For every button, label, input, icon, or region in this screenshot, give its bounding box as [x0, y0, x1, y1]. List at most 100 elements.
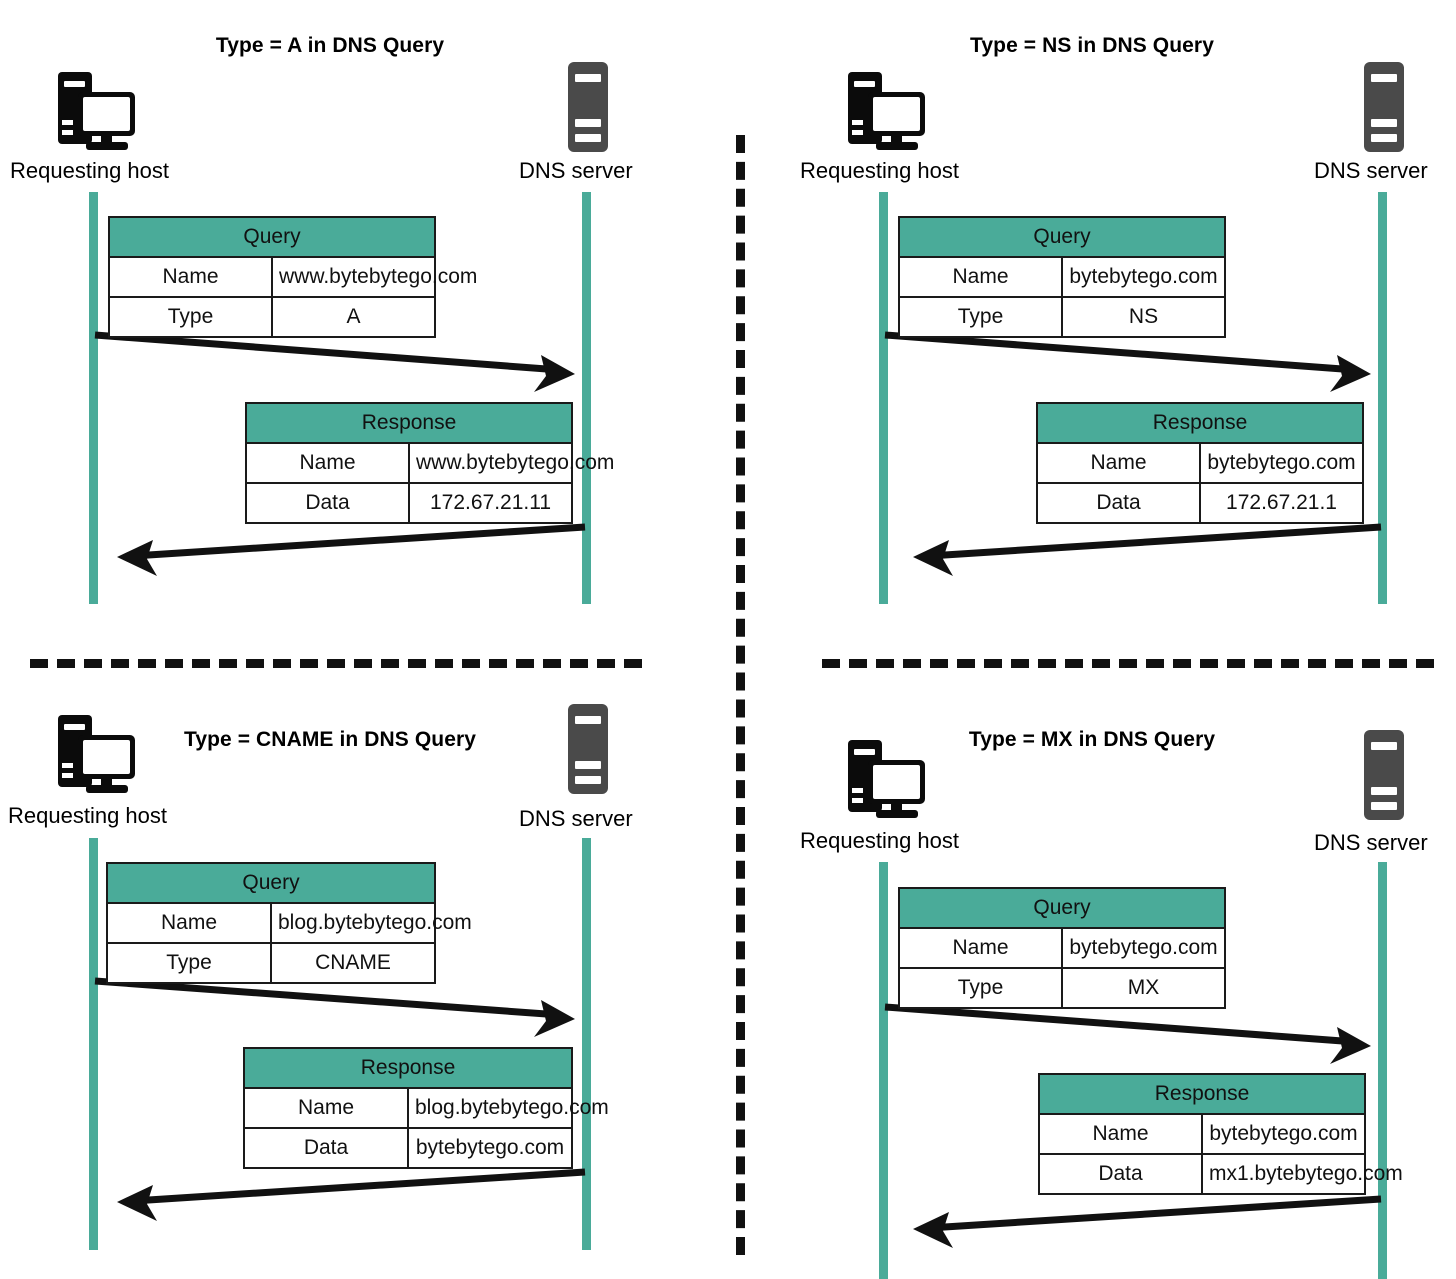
query-type-value: NS — [1061, 296, 1226, 338]
response-data-key: Data — [1038, 1153, 1203, 1195]
dns-server-label: DNS server — [519, 806, 633, 831]
monitor-stand-neck — [101, 777, 112, 787]
quadrant-title: Type = CNAME in DNS Query — [183, 728, 477, 751]
query-table-header: Query — [898, 887, 1226, 929]
dns-server-label: DNS server — [519, 158, 633, 183]
tower-port-2 — [852, 130, 863, 135]
response-table-header: Response — [243, 1047, 573, 1089]
query-table-header: Query — [898, 216, 1226, 258]
response-name-value: bytebytego.com — [1199, 442, 1364, 484]
server-slot-1 — [1371, 742, 1397, 750]
tower-port-1 — [62, 120, 73, 125]
server-slot-2 — [575, 761, 601, 769]
monitor-bezel — [868, 92, 925, 136]
query-type-value: MX — [1061, 967, 1226, 1009]
server-lifeline — [1378, 862, 1387, 1279]
desktop-computer-icon — [842, 72, 928, 154]
query-name-value: blog.bytebytego.com — [270, 902, 472, 944]
desktop-computer-icon — [842, 740, 928, 822]
query-name-key: Name — [108, 256, 273, 298]
monitor-bezel — [868, 760, 925, 804]
response-data-value: mx1.bytebytego.com — [1201, 1153, 1403, 1195]
response-table-header: Response — [1036, 402, 1364, 444]
tower-port-2 — [62, 130, 73, 135]
dns-server-icon — [568, 62, 608, 152]
server-slot-3 — [575, 776, 601, 784]
query-name-value: www.bytebytego.com — [271, 256, 477, 298]
query-table: Query Name bytebytego.com Type MX — [898, 887, 1226, 1009]
response-name-key: Name — [243, 1087, 409, 1129]
response-name-value: blog.bytebytego.com — [407, 1087, 609, 1129]
query-type-key: Type — [898, 296, 1063, 338]
response-table: Response Name www.bytebytego.com Data 17… — [245, 402, 614, 524]
requesting-host-label: Requesting host — [800, 828, 959, 853]
query-table-header: Query — [106, 862, 436, 904]
query-name-value: bytebytego.com — [1061, 256, 1226, 298]
response-table: Response Name blog.bytebytego.com Data b… — [243, 1047, 609, 1169]
server-slot-2 — [575, 119, 601, 127]
dns-server-icon — [1364, 730, 1404, 820]
server-slot-1 — [1371, 74, 1397, 82]
tower-drive-slot — [854, 749, 875, 755]
response-table: Response Name bytebytego.com Data mx1.by… — [1038, 1073, 1403, 1195]
query-type-key: Type — [106, 942, 272, 984]
server-slot-3 — [1371, 802, 1397, 810]
tower-drive-slot — [64, 724, 85, 730]
response-name-key: Name — [1036, 442, 1201, 484]
monitor-screen — [83, 97, 130, 131]
host-lifeline — [89, 192, 98, 604]
quadrant-a-record: Type = A in DNS Query Requesting host — [0, 0, 728, 640]
response-name-key: Name — [245, 442, 410, 484]
tower-port-2 — [62, 773, 73, 778]
monitor-stand-neck — [891, 134, 902, 144]
query-type-key: Type — [898, 967, 1063, 1009]
monitor-stand-base — [876, 810, 918, 818]
response-data-value: 172.67.21.1 — [1199, 482, 1364, 524]
query-table-header: Query — [108, 216, 436, 258]
server-slot-3 — [575, 134, 601, 142]
requesting-host-label: Requesting host — [8, 803, 167, 828]
monitor-screen — [873, 97, 920, 131]
dns-server-label: DNS server — [1314, 158, 1428, 183]
server-lifeline — [1378, 192, 1387, 604]
host-lifeline — [879, 862, 888, 1279]
query-table: Query Name www.bytebytego.com Type A — [108, 216, 477, 338]
tower-port-1 — [62, 763, 73, 768]
vertical-divider — [736, 135, 745, 1255]
dns-server-icon — [1364, 62, 1404, 152]
requesting-host-label: Requesting host — [800, 158, 959, 183]
response-name-value: bytebytego.com — [1201, 1113, 1366, 1155]
response-data-key: Data — [245, 482, 410, 524]
response-data-value: bytebytego.com — [407, 1127, 573, 1169]
tower-drive-slot — [64, 81, 85, 87]
host-lifeline — [89, 838, 98, 1250]
requesting-host-label: Requesting host — [10, 158, 169, 183]
tower-port-1 — [852, 788, 863, 793]
query-type-key: Type — [108, 296, 273, 338]
server-lifeline — [582, 838, 591, 1250]
quadrant-title: Type = NS in DNS Query — [970, 34, 1214, 57]
monitor-stand-base — [86, 142, 128, 150]
server-slot-1 — [575, 716, 601, 724]
server-slot-2 — [1371, 787, 1397, 795]
tower-drive-slot — [854, 81, 875, 87]
quadrant-title: Type = MX in DNS Query — [968, 728, 1216, 751]
query-type-value: A — [271, 296, 436, 338]
response-data-value: 172.67.21.11 — [408, 482, 573, 524]
monitor-screen — [83, 740, 130, 774]
query-name-key: Name — [106, 902, 272, 944]
server-slot-3 — [1371, 134, 1397, 142]
monitor-stand-neck — [101, 134, 112, 144]
tower-port-1 — [852, 120, 863, 125]
quadrant-title: Type = A in DNS Query — [215, 34, 445, 57]
server-slot-2 — [1371, 119, 1397, 127]
host-lifeline — [879, 192, 888, 604]
response-table-header: Response — [1038, 1073, 1366, 1115]
query-type-value: CNAME — [270, 942, 436, 984]
response-name-value: www.bytebytego.com — [408, 442, 614, 484]
desktop-computer-icon — [52, 72, 138, 154]
query-table: Query Name blog.bytebytego.com Type CNAM… — [106, 862, 472, 984]
desktop-computer-icon — [52, 715, 138, 797]
monitor-stand-base — [876, 142, 918, 150]
